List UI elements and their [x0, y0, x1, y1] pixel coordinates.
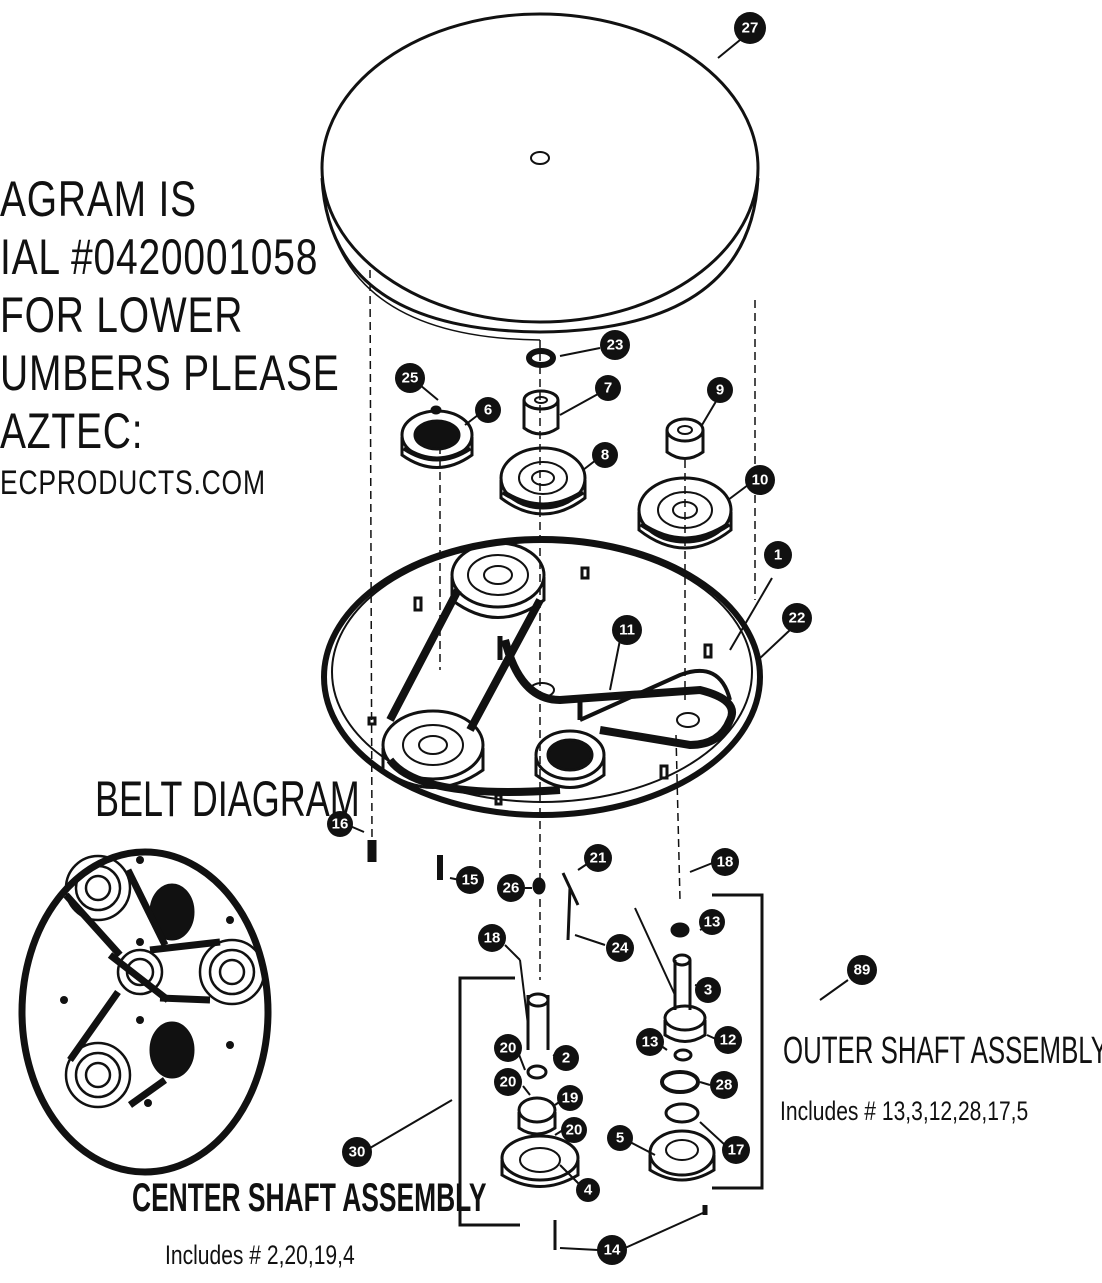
- pin-21-24-part: [561, 872, 580, 941]
- callout-12: 12: [720, 1032, 737, 1049]
- note-line-4: UMBERS PLEASE: [0, 345, 340, 401]
- note-line-6-url: ECPRODUCTS.COM: [0, 464, 266, 502]
- callout-20-c: 20: [566, 1122, 583, 1139]
- note-line-1: AGRAM IS: [0, 171, 197, 227]
- callout-18-top: 18: [717, 854, 734, 871]
- washer-13-part: [670, 922, 690, 938]
- pulley-8-part: [499, 446, 587, 516]
- bushing-23-part: [526, 348, 556, 368]
- callout-16: 16: [332, 816, 349, 833]
- callout-15: 15: [462, 872, 479, 889]
- callout-10: 10: [752, 472, 769, 489]
- belt-diagram-title: BELT DIAGRAM: [95, 771, 360, 827]
- callout-7: 7: [604, 380, 612, 397]
- callout-18-left: 18: [484, 930, 501, 947]
- serial-note: AGRAM IS IAL #0420001058 FOR LOWER UMBER…: [0, 170, 340, 506]
- callout-8: 8: [601, 447, 609, 464]
- callout-22: 22: [789, 610, 806, 627]
- callout-6: 6: [484, 402, 492, 419]
- callouts: 27 23 25 6 7 8 9 10 1 22 11 16 15 26 21 …: [327, 12, 877, 1265]
- outer-shaft-parts: [634, 907, 716, 1215]
- callout-27: 27: [742, 20, 759, 37]
- bushing-7-part: [522, 389, 560, 436]
- callout-19: 19: [562, 1090, 579, 1107]
- pulley-10-part: [637, 476, 733, 550]
- callout-9: 9: [716, 382, 724, 399]
- outer-shaft-includes: Includes # 13,3,12,28,17,5: [780, 1096, 1029, 1126]
- callout-14: 14: [604, 1242, 621, 1259]
- belt-diagram-inset: [18, 848, 272, 1176]
- callout-1: 1: [774, 547, 782, 564]
- callout-5: 5: [616, 1130, 624, 1147]
- note-line-3: FOR LOWER: [0, 287, 244, 343]
- note-line-5: AZTEC:: [0, 403, 144, 459]
- callout-13-mid: 13: [642, 1034, 659, 1051]
- callout-11: 11: [619, 622, 635, 639]
- callout-23: 23: [607, 337, 624, 354]
- center-bracket: [458, 976, 520, 1227]
- bushing-9-part: [665, 417, 705, 460]
- callout-25: 25: [402, 370, 419, 387]
- outer-shaft-title: OUTER SHAFT ASSEMBLY: [783, 1030, 1102, 1072]
- callout-24: 24: [612, 940, 629, 957]
- callout-21: 21: [590, 850, 607, 867]
- top-disc-part: [320, 12, 760, 341]
- pulley-6-part: [400, 405, 474, 469]
- callout-17: 17: [728, 1142, 745, 1159]
- base-plate-part: [321, 536, 763, 818]
- callout-4: 4: [584, 1182, 593, 1199]
- nut-26-part: [532, 877, 546, 895]
- callout-20-a: 20: [500, 1040, 517, 1057]
- callout-3: 3: [704, 982, 712, 999]
- outer-bracket: [712, 893, 764, 1190]
- center-shaft-parts: [500, 959, 580, 1250]
- callout-20-b: 20: [500, 1074, 517, 1091]
- callout-2: 2: [562, 1050, 570, 1067]
- callout-30: 30: [349, 1144, 366, 1161]
- center-shaft-includes: Includes # 2,20,19,4: [165, 1240, 355, 1270]
- leader-lines: [349, 39, 849, 1251]
- center-shaft-title: CENTER SHAFT ASSEMBLY: [132, 1176, 487, 1220]
- callout-89: 89: [854, 962, 871, 979]
- callout-28: 28: [716, 1077, 733, 1094]
- callout-13-top: 13: [704, 914, 721, 931]
- callout-26: 26: [503, 880, 520, 897]
- note-line-2: IAL #0420001058: [0, 229, 319, 285]
